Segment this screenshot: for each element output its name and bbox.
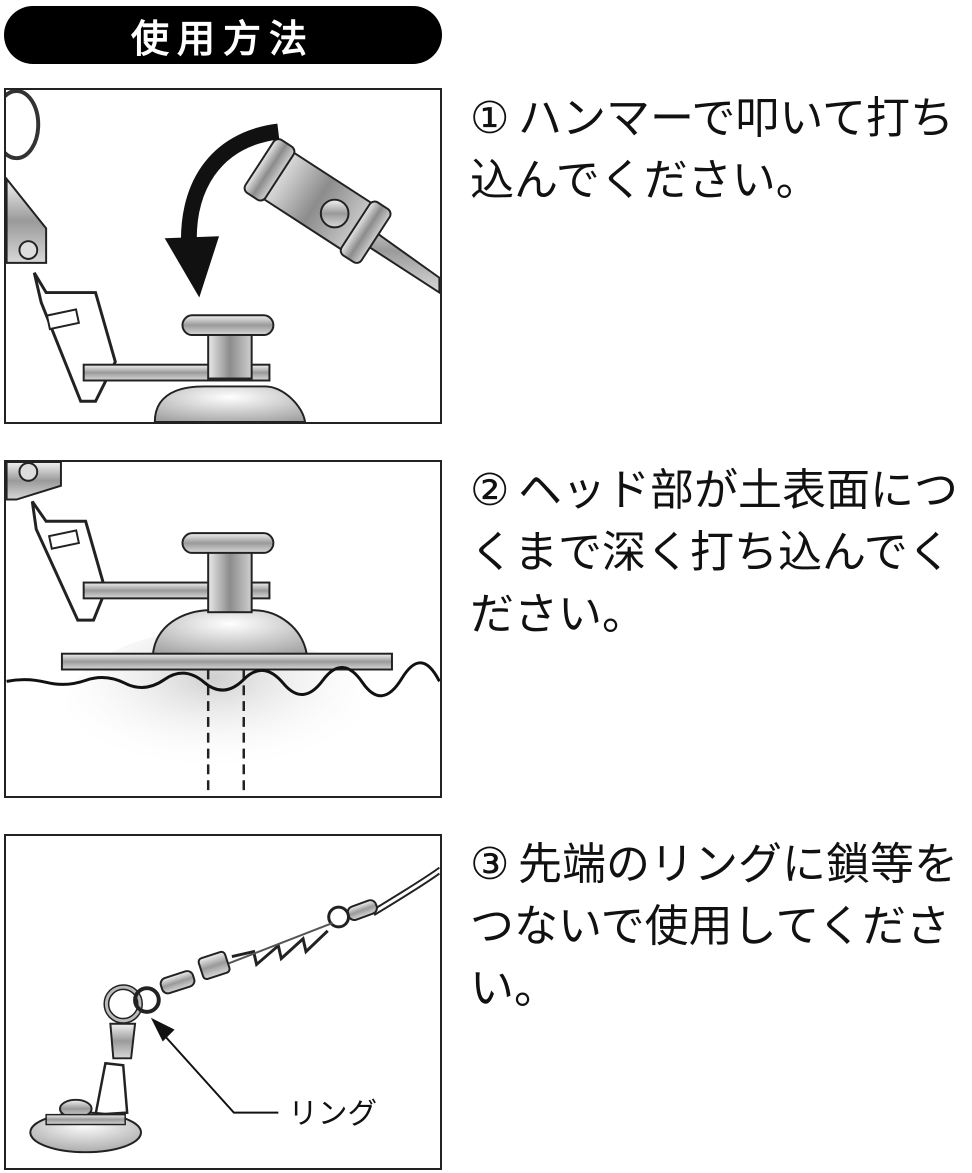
ground-stake-icon <box>82 314 307 422</box>
step-3-instruction: 先端のリングに鎖等をつないで使用してください。 <box>470 839 958 1014</box>
step-1-instruction: ハンマーで叩いて打ち込んでください。 <box>470 93 955 206</box>
hammer-icon <box>243 138 440 295</box>
ground-stake-icon <box>60 532 393 796</box>
step-3-number: ③ <box>470 839 510 890</box>
ring-icon <box>103 984 161 1024</box>
step-2-number: ② <box>470 465 510 516</box>
step-2-illustration <box>4 460 442 798</box>
soil-line-icon <box>6 661 440 698</box>
swivel-clip-icon <box>94 1022 137 1116</box>
section-title: 使用方法 <box>130 16 315 61</box>
section-title-bar: 使用方法 <box>4 6 442 64</box>
swivel-clip-icon <box>6 90 117 403</box>
curved-arrow-icon <box>164 123 280 298</box>
step-1-illustration <box>4 88 442 424</box>
swivel-clip-icon <box>6 462 107 622</box>
chain-spring-icon <box>159 899 378 995</box>
step-1-drawing <box>6 90 440 422</box>
step-1-number: ① <box>470 93 510 144</box>
ring-label: リング <box>288 1096 377 1131</box>
step-2-drawing <box>6 462 440 796</box>
ring-pointer-icon <box>150 1017 279 1114</box>
step-3-drawing: リング <box>29 866 440 1154</box>
step-3-illustration: リング <box>4 834 442 1170</box>
step-2-instruction: ヘッド部が土表面につくまで深く打ち込んでください。 <box>470 465 958 640</box>
ground-stake-icon <box>29 1098 142 1154</box>
